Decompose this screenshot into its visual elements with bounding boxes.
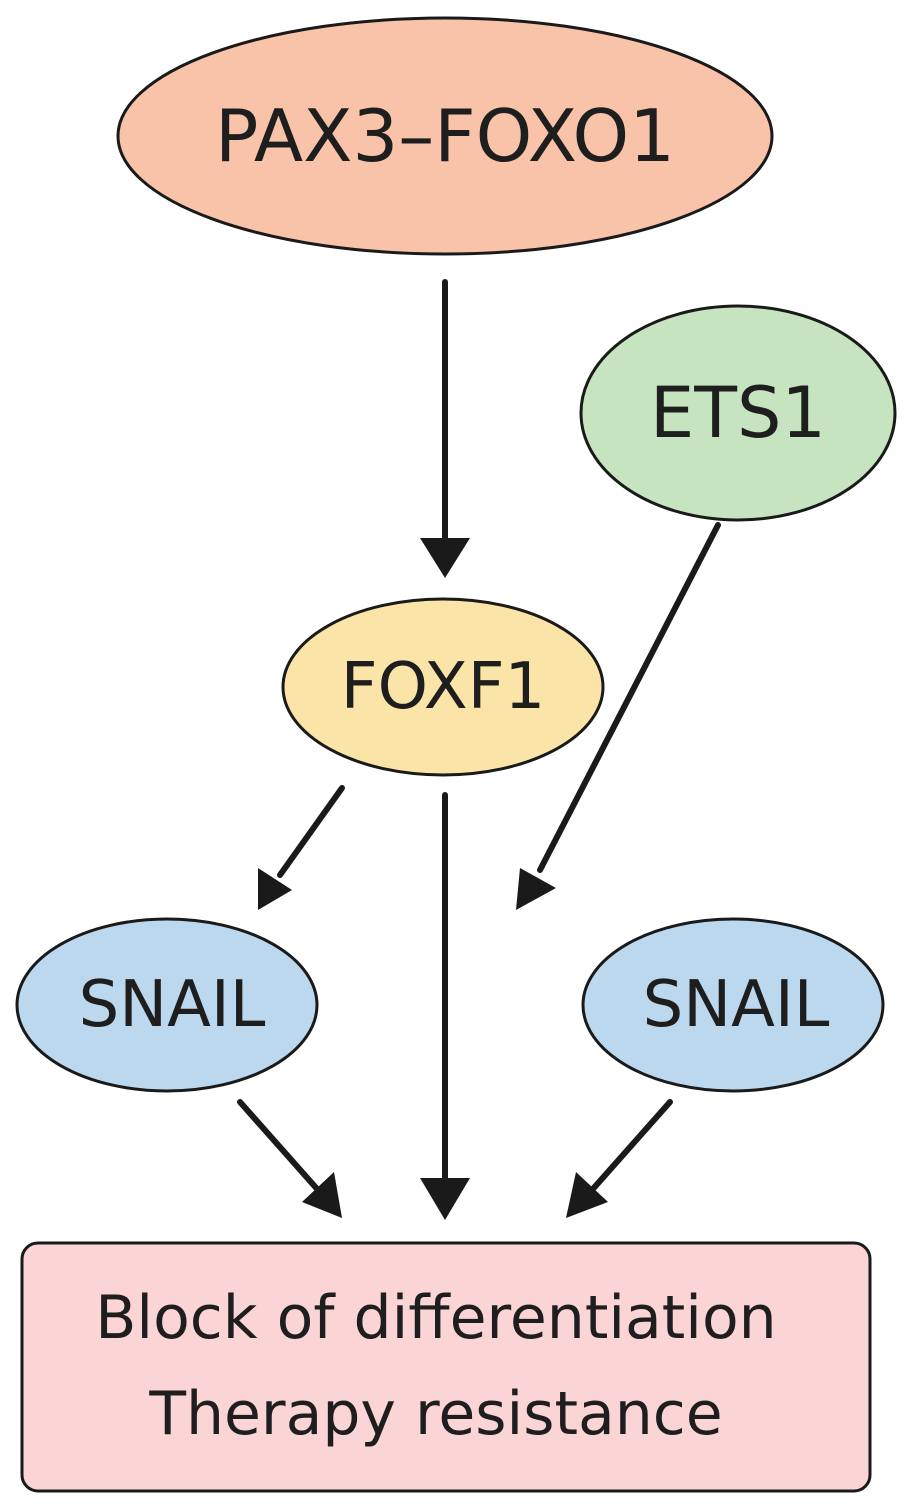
- outcome-box-shape: [20, 1241, 872, 1493]
- node-snail-left: SNAIL: [15, 917, 319, 1093]
- node-ets1: ETS1: [579, 304, 897, 522]
- node-ets1-label: ETS1: [650, 372, 826, 454]
- outcome-line-2: Therapy resistance: [148, 1379, 722, 1449]
- node-snail-right-label: SNAIL: [643, 968, 830, 1042]
- arrowhead-ets1-to-snail: [516, 868, 556, 910]
- node-foxf1: FOXF1: [281, 597, 605, 777]
- edges: [237, 279, 721, 1220]
- node-pax3-foxo1: PAX3–FOXO1: [116, 16, 774, 256]
- node-ets1-shape: [579, 304, 897, 522]
- arrowhead-snail-left-to-outcome: [302, 1172, 342, 1218]
- edge-snail-left-to-outcome: [237, 1099, 321, 1193]
- node-snail-left-label: SNAIL: [79, 968, 266, 1042]
- node-snail-right: SNAIL: [581, 917, 885, 1093]
- node-foxf1-label: FOXF1: [341, 650, 545, 724]
- arrowhead-foxf1-to-outcome: [420, 1178, 470, 1220]
- edge-foxf1-to-snail-left: [277, 785, 345, 878]
- outcome-line-1: Block of differentiation: [95, 1283, 776, 1353]
- edge-ets1-to-snail: [537, 522, 721, 873]
- node-snail-right-shape: [581, 917, 885, 1093]
- arrowhead-pax3foxo1-to-foxf1: [420, 538, 470, 578]
- node-pax3-foxo1-label: PAX3–FOXO1: [215, 94, 675, 178]
- edge-snail-right-to-outcome: [589, 1099, 673, 1193]
- arrowhead-snail-right-to-outcome: [566, 1172, 608, 1218]
- node-snail-left-shape: [15, 917, 319, 1093]
- node-foxf1-shape: [281, 597, 605, 777]
- outcome-box: Block of differentiation Therapy resista…: [20, 1241, 872, 1493]
- arrowhead-foxf1-to-snail-left: [258, 868, 292, 910]
- node-pax3-foxo1-shape: [116, 16, 774, 256]
